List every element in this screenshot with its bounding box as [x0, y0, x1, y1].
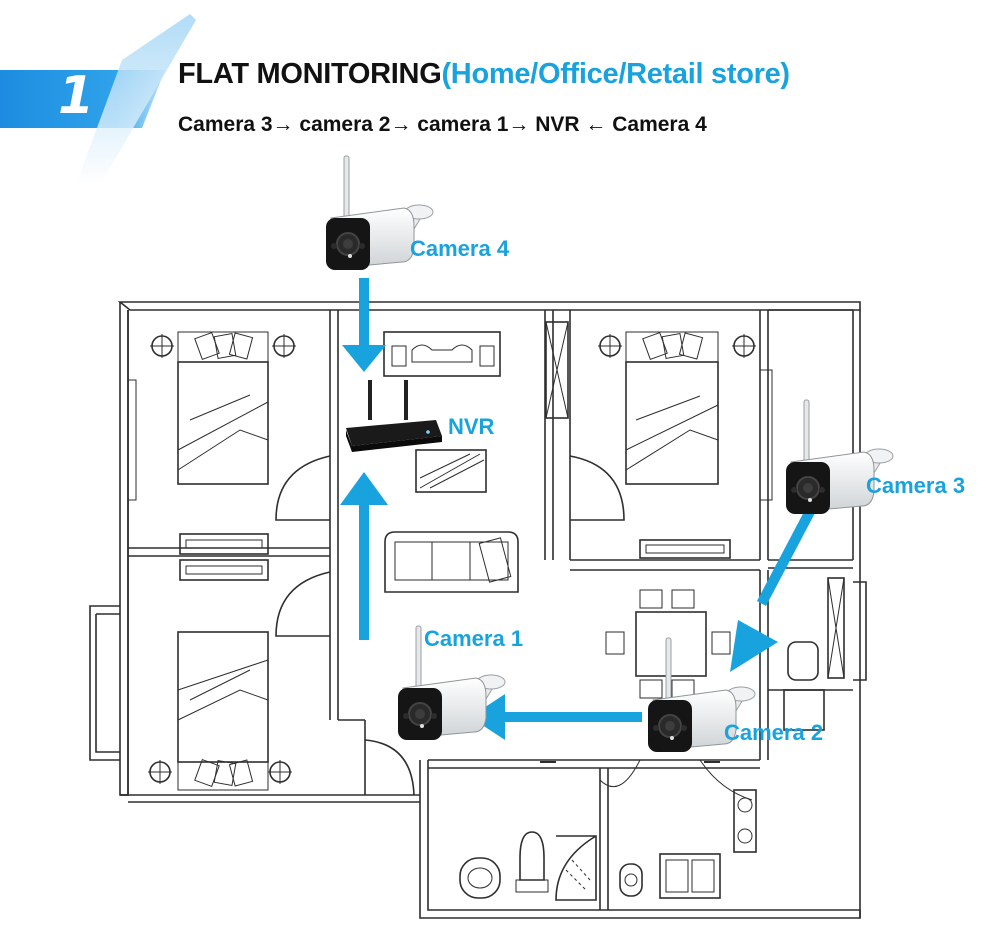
- flow-subtitle: Camera 3→ camera 2→ camera 1→ NVR ← Came…: [178, 113, 707, 136]
- arrow-icon: [359, 500, 369, 640]
- nvr-label: NVR: [448, 414, 495, 439]
- arrow-icon: [757, 508, 815, 606]
- camera-2-label: Camera 2: [724, 720, 824, 745]
- camera-3-label: Camera 3: [866, 473, 966, 498]
- title-main: FLAT MONITORING: [178, 58, 442, 90]
- nvr-icon: [346, 380, 442, 452]
- flow-arrows: [340, 278, 815, 740]
- badge-streak: [76, 14, 196, 185]
- arrow-icon: [340, 472, 388, 505]
- arrow-icon: [500, 712, 642, 722]
- title-sub: (Home/Office/Retail store): [441, 58, 790, 90]
- floor-plan: [89, 301, 867, 919]
- arrow-icon: [342, 345, 386, 372]
- camera-4-label: Camera 4: [410, 236, 510, 261]
- arrow-icon: [470, 694, 505, 740]
- camera-1-label: Camera 1: [424, 626, 524, 651]
- section-number: 1: [58, 66, 95, 126]
- page-title: FLAT MONITORING(Home/Office/Retail store…: [178, 58, 790, 91]
- arrow-icon: [359, 278, 369, 350]
- arrow-icon: [730, 620, 778, 672]
